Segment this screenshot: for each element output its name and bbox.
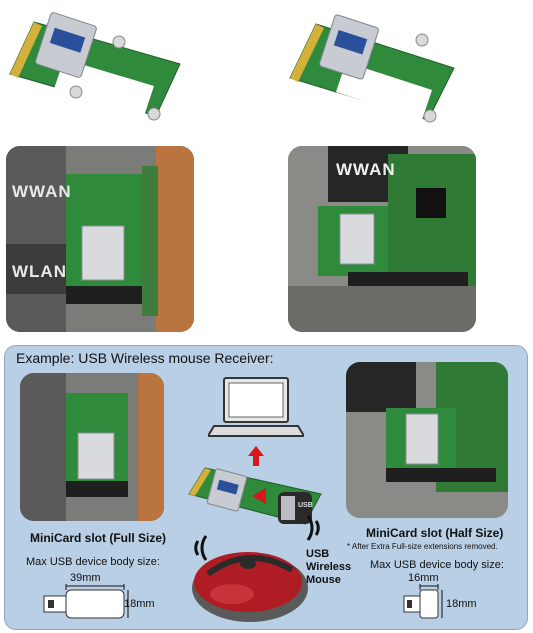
usb-receiver-icon: USB xyxy=(276,490,314,526)
laptop-icon xyxy=(208,376,304,444)
usb-tag: USB xyxy=(298,502,313,509)
mouse-label: USB Wireless Mouse xyxy=(306,548,351,587)
full-spec-width: 39mm xyxy=(70,572,101,584)
half-size-usb-stick-icon xyxy=(402,584,446,620)
adapter-photo-right xyxy=(282,4,462,134)
wireless-mouse-icon xyxy=(188,540,312,626)
full-size-usb-stick-icon xyxy=(40,584,130,620)
installed-half-size-photo: WWAN xyxy=(288,146,476,332)
adapter-photo-left xyxy=(4,4,184,134)
half-spec-width: 16mm xyxy=(408,572,439,584)
full-spec-title: Max USB device body size: xyxy=(26,556,160,568)
mouse-label-line-2: Wireless xyxy=(306,561,352,573)
slot-full-label: MiniCard slot (Full Size) xyxy=(30,531,167,545)
installed-full-size-photo: WWAN WLAN xyxy=(6,146,194,332)
wireless-waves-right-icon xyxy=(306,512,334,542)
mouse-label-line-3: Mouse xyxy=(306,574,341,586)
slot-full-photo xyxy=(20,373,164,521)
example-title: Example: USB Wireless mouse Receiver: xyxy=(16,350,274,366)
half-spec-height: 18mm xyxy=(446,598,477,610)
arrow-left-icon xyxy=(252,488,272,504)
wwan-label-half: WWAN xyxy=(336,160,396,179)
wwan-label: WWAN xyxy=(12,182,72,201)
half-spec-title: Max USB device body size: xyxy=(370,559,504,571)
mouse-label-line-1: USB xyxy=(306,548,330,560)
full-spec-height: 18mm xyxy=(124,598,155,610)
arrow-up-icon xyxy=(248,446,264,466)
wireless-waves-left-icon xyxy=(180,532,208,562)
slot-half-label: MiniCard slot (Half Size) xyxy=(366,526,504,540)
half-size-note: * After Extra Full-size extensions remov… xyxy=(347,542,498,551)
wlan-label: WLAN xyxy=(12,262,67,281)
slot-half-photo xyxy=(346,362,508,518)
